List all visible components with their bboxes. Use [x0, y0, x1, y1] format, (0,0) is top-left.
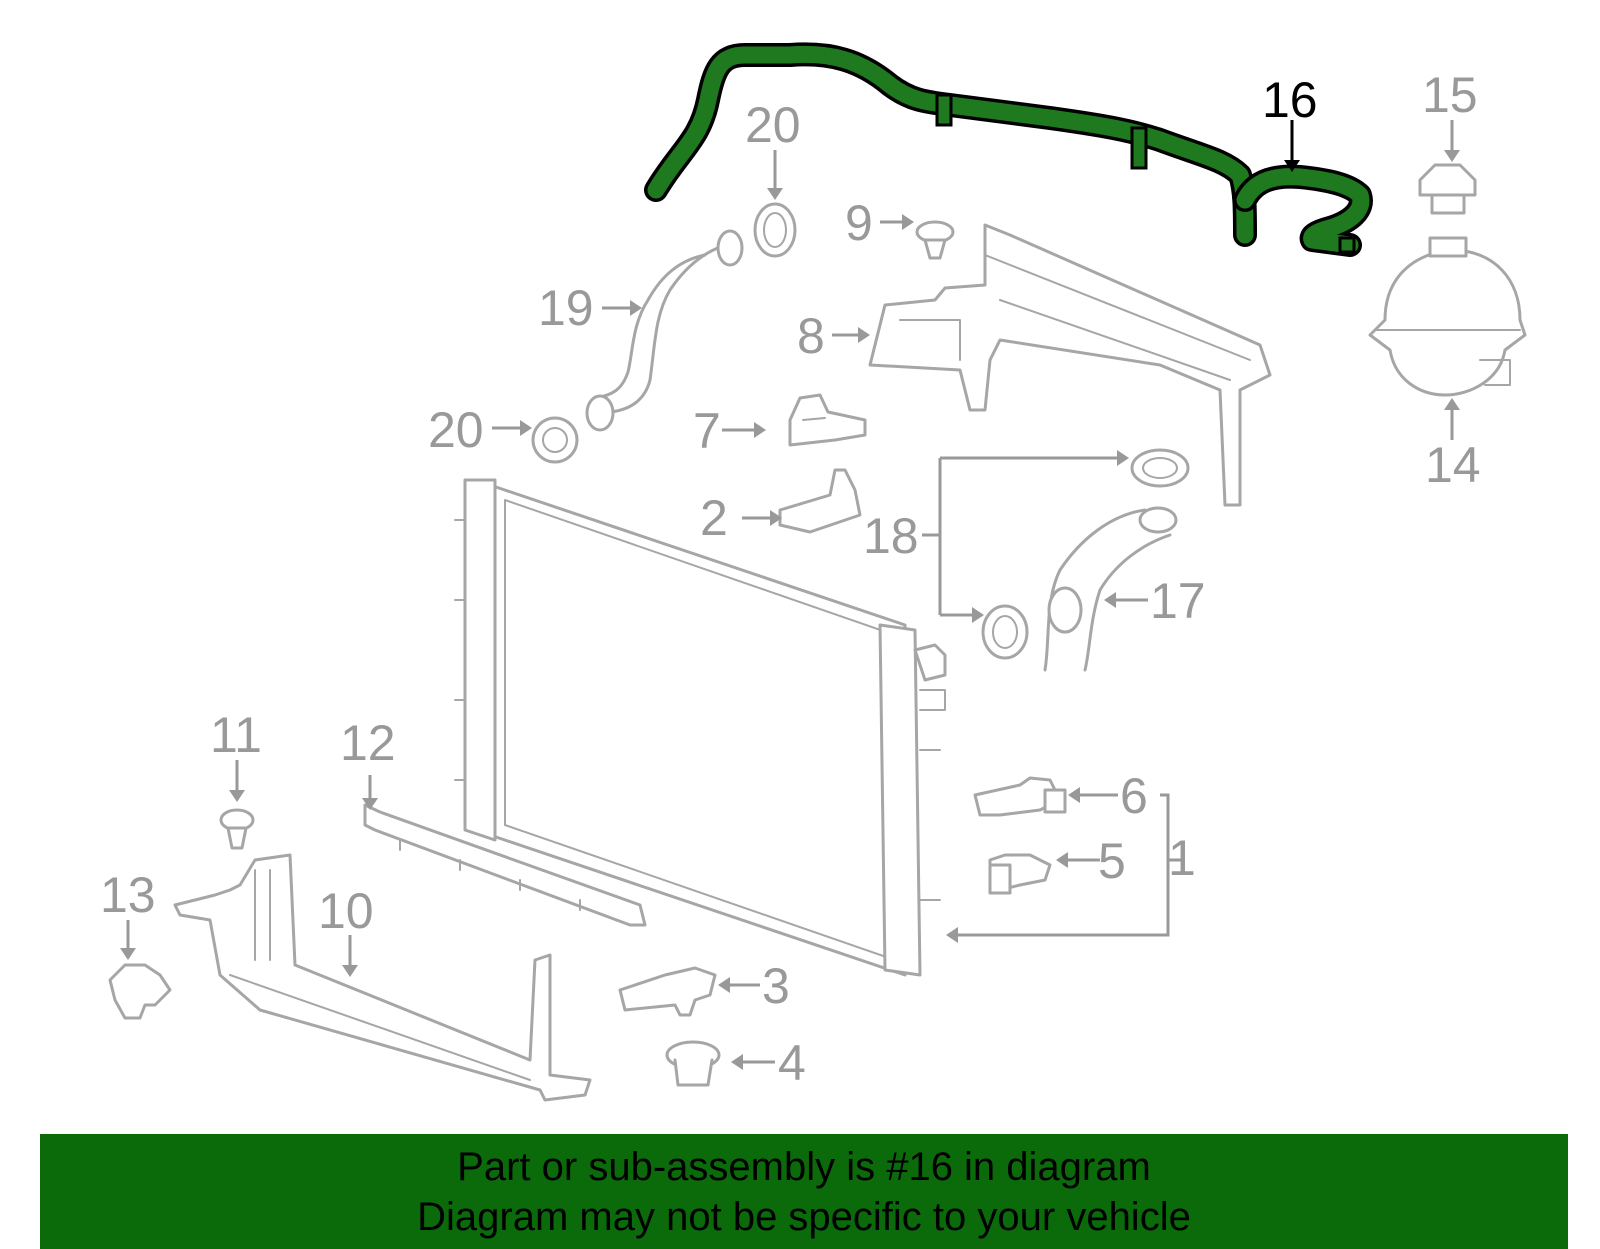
- callout-14: 14: [1425, 437, 1481, 493]
- callout-18: 18: [863, 508, 919, 564]
- callout-10: 10: [318, 883, 374, 939]
- part-9-push-pin[interactable]: [915, 220, 955, 260]
- part-3-bracket[interactable]: [618, 966, 717, 1017]
- banner-part-line: Part or sub-assembly is #16 in diagram: [457, 1145, 1151, 1189]
- callout-20-upper: 20: [745, 97, 801, 153]
- callout-11: 11: [210, 707, 262, 763]
- part-20-lower-hose-clamp[interactable]: [531, 416, 579, 464]
- leader-lines: [120, 120, 1460, 1070]
- part-15-reservoir-cap[interactable]: [1418, 163, 1477, 215]
- part-17-lower-radiator-hose[interactable]: [1043, 506, 1178, 672]
- part-18-hose-clamps[interactable]: [981, 448, 1190, 660]
- hose-fitting-icon: [1338, 236, 1356, 254]
- part-14-coolant-reservoir[interactable]: [1368, 236, 1527, 397]
- hose-clip-icon: [935, 93, 953, 127]
- callout-6: 6: [1120, 768, 1148, 824]
- part-info-banner: Part or sub-assembly is #16 in diagram D…: [40, 1134, 1568, 1249]
- callout-7: 7: [693, 403, 721, 459]
- part-7-bracket[interactable]: [788, 393, 867, 447]
- part-16-coolant-hose[interactable]: [644, 42, 1373, 257]
- callout-8: 8: [797, 308, 825, 364]
- callout-17: 17: [1150, 573, 1206, 629]
- part-5-sensor[interactable]: [988, 853, 1052, 895]
- part-8-upper-baffle[interactable]: [868, 223, 1272, 507]
- part-4-grommet[interactable]: [665, 1040, 721, 1087]
- part-10-lower-deflector[interactable]: [173, 853, 592, 1102]
- callout-2: 2: [700, 490, 728, 546]
- part-20-upper-hose-clamp[interactable]: [753, 202, 797, 258]
- callout-3: 3: [762, 958, 790, 1014]
- callout-16: 16: [1262, 72, 1318, 128]
- callout-4: 4: [778, 1035, 806, 1091]
- callout-19: 19: [538, 280, 594, 336]
- callout-5: 5: [1098, 833, 1126, 889]
- part-12-air-seal[interactable]: [363, 803, 647, 927]
- callout-labels: 1 2 3 4 5 6 7 8 9 10 11 12 13 14 15 16 1…: [100, 67, 1481, 1091]
- part-2-bracket[interactable]: [778, 468, 862, 534]
- part-1-radiator[interactable]: [454, 478, 947, 977]
- callout-13: 13: [100, 867, 156, 923]
- callout-1: 1: [1168, 830, 1196, 886]
- part-6-sensor[interactable]: [973, 776, 1067, 817]
- callout-9: 9: [845, 195, 873, 251]
- part-11-push-pin[interactable]: [219, 808, 255, 850]
- callout-12: 12: [340, 715, 396, 771]
- callout-15: 15: [1422, 67, 1478, 123]
- hose-clip-icon: [1130, 126, 1148, 170]
- part-13-bracket[interactable]: [108, 963, 172, 1020]
- banner-disclaimer-line: Diagram may not be specific to your vehi…: [417, 1195, 1191, 1239]
- part-19-upper-radiator-hose[interactable]: [585, 229, 744, 432]
- callout-20-lower: 20: [428, 402, 484, 458]
